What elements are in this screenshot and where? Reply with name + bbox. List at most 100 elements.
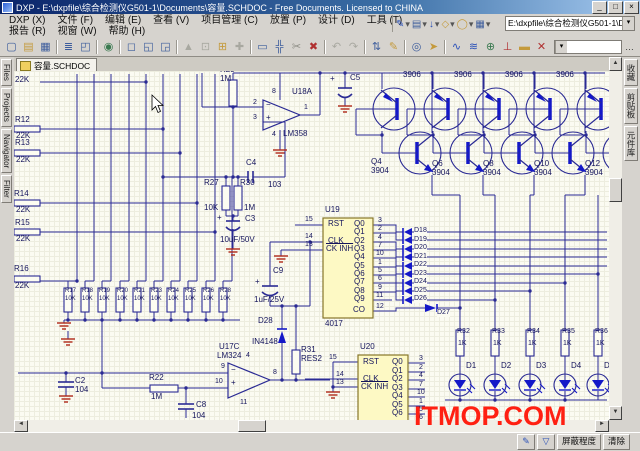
redo-icon[interactable]: ↷ xyxy=(348,41,359,53)
menu-item-r2-0[interactable]: 报告 (R) xyxy=(9,26,46,37)
selection-filter-icon[interactable]: ➤ xyxy=(428,41,439,53)
filter-funnel-icon[interactable]: ▽ xyxy=(536,434,555,450)
sidebar-tab-files[interactable]: Files xyxy=(1,59,12,86)
delete-icon[interactable]: ✖ xyxy=(308,41,319,53)
menu-item-4[interactable]: 项目管理 (C) xyxy=(201,15,258,26)
sidebar-tab-navigator[interactable]: Navigator xyxy=(1,128,12,174)
utility-toolbar: ✎▾▤▾↓▾◇▾◯▾▦▾ xyxy=(392,16,492,32)
mask-level-button[interactable]: 屏蔽程度 xyxy=(556,434,601,450)
resistor-symbol xyxy=(183,287,193,313)
print-icon[interactable]: ≣ xyxy=(63,41,74,53)
close-button[interactable]: × xyxy=(624,0,639,14)
junction-dot xyxy=(493,398,497,402)
menu-item-2[interactable]: 编辑 (E) xyxy=(105,15,142,26)
open-document-icon[interactable]: ▤ xyxy=(23,41,34,53)
select-area-icon[interactable]: ▭ xyxy=(257,41,268,53)
paste-array-icon[interactable]: ✚ xyxy=(234,41,245,53)
scroll-up-icon[interactable]: ▲ xyxy=(609,57,622,71)
junction-dot xyxy=(178,151,182,155)
diode-symbol xyxy=(404,245,412,253)
menu-item-r2-1[interactable]: 视窗 (W) xyxy=(57,26,97,37)
menu-item-r2-2[interactable]: 帮助 (H) xyxy=(108,26,146,37)
junction-dot xyxy=(100,318,104,322)
combo-dropdown-icon[interactable]: ▾ xyxy=(622,17,634,30)
grids-icon-caret[interactable]: ▾ xyxy=(485,18,491,29)
print-preview-icon[interactable]: ◰ xyxy=(80,41,91,53)
place-bus-icon[interactable]: ≋ xyxy=(468,41,479,53)
digital-devices-icon-caret[interactable]: ▾ xyxy=(450,18,455,29)
horizontal-scrollbar[interactable]: ◄ ► xyxy=(14,420,609,432)
digital-devices-icon[interactable]: ◇▾ xyxy=(441,19,454,30)
menu-item-1[interactable]: 文件 (F) xyxy=(57,15,94,26)
find-combo[interactable]: ▾ xyxy=(554,40,622,54)
scroll-left-icon[interactable]: ◄ xyxy=(14,420,28,432)
drawing-tools-icon-caret[interactable]: ▾ xyxy=(422,18,427,29)
schematic-canvas[interactable]: 22KR1222KR1322KR1422KR1522KR1622KR291MU1… xyxy=(14,71,609,420)
vertical-scrollbar[interactable]: ▲ ▼ xyxy=(609,57,622,420)
maximize-button[interactable]: □ xyxy=(608,0,623,14)
find-similar-icon[interactable]: ◎ xyxy=(411,41,422,53)
simulation-sources-icon-caret[interactable]: ▾ xyxy=(468,18,474,29)
undo-icon[interactable]: ↶ xyxy=(331,41,342,53)
power-sources-icon[interactable]: ↓▾ xyxy=(429,19,440,30)
move-selection-icon[interactable]: ▲ xyxy=(183,41,194,53)
vertical-scroll-thumb[interactable] xyxy=(609,178,622,202)
place-wire-icon[interactable]: ∿ xyxy=(451,41,462,53)
led-emission-arrow xyxy=(604,387,609,393)
menu-item-0[interactable]: DXP (X) xyxy=(9,15,46,26)
wiring-tools-icon: ✎ xyxy=(396,18,405,30)
new-document-icon[interactable]: ▢ xyxy=(6,41,17,53)
menu-item-5[interactable]: 放置 (P) xyxy=(269,15,307,26)
cut-icon[interactable]: ✂ xyxy=(291,41,302,53)
place-power-port-icon[interactable]: ⊥ xyxy=(502,41,513,53)
place-net-label-icon[interactable]: ▬ xyxy=(519,41,530,53)
junction-dot xyxy=(236,175,240,179)
more-button[interactable]: … xyxy=(625,42,634,52)
resistor-symbol xyxy=(14,149,41,157)
led-emission-arrow xyxy=(469,383,476,390)
zoom-area-icon[interactable]: ◱ xyxy=(143,41,154,53)
menu-item-7[interactable]: 工具 (T) xyxy=(366,15,403,26)
panel-tab-2[interactable]: 元件库 xyxy=(624,125,638,161)
move-object-icon[interactable]: ╬ xyxy=(275,41,284,53)
wiring-tools-icon-caret[interactable]: ▾ xyxy=(405,18,410,29)
document-path-combo[interactable]: E:\dxpfile\综合检测仪G501-1\Doc ▾ xyxy=(505,16,635,31)
paste-icon[interactable]: ⊞ xyxy=(217,41,228,53)
horizontal-scroll-thumb[interactable] xyxy=(238,420,266,432)
document-tab[interactable]: 容量.SCHDOC xyxy=(16,58,98,72)
cross-probe-icon[interactable]: ⇅ xyxy=(371,41,382,53)
power-sources-icon-caret[interactable]: ▾ xyxy=(434,18,440,29)
zoom-document-icon[interactable]: ◻ xyxy=(126,41,137,53)
menu-item-6[interactable]: 设计 (D) xyxy=(318,15,355,26)
sidebar-tab-filter[interactable]: Filter xyxy=(1,175,12,203)
panel-tab-0[interactable]: 收藏 xyxy=(624,59,638,86)
pnp-transistor-symbol xyxy=(423,87,467,131)
open-in-browser-icon[interactable]: ◉ xyxy=(103,41,114,53)
mask-pencil-icon[interactable]: ✎ xyxy=(516,434,535,450)
resistor-symbol xyxy=(149,384,179,393)
menu-item-3[interactable]: 查看 (V) xyxy=(153,15,190,26)
copy-icon[interactable]: ⊡ xyxy=(200,41,211,53)
scroll-down-icon[interactable]: ▼ xyxy=(609,406,622,420)
delete-wire-icon[interactable]: ✕ xyxy=(536,41,547,53)
wiring-tools-icon[interactable]: ✎▾ xyxy=(396,19,410,30)
grids-icon[interactable]: ▦▾ xyxy=(475,19,490,30)
clear-button[interactable]: 清除 xyxy=(602,434,630,450)
resistor-symbol xyxy=(593,329,603,357)
sidebar-tab-projects[interactable]: Projects xyxy=(1,87,12,127)
save-document-icon[interactable]: ▦ xyxy=(40,41,51,53)
wire xyxy=(373,249,403,258)
minimize-button[interactable]: _ xyxy=(592,0,607,14)
junction-dot xyxy=(280,378,284,382)
junction-dot xyxy=(458,306,462,310)
drawing-tools-icon[interactable]: ▤▾ xyxy=(412,19,427,30)
place-part-icon[interactable]: ⊕ xyxy=(485,41,496,53)
title-bar[interactable]: DXP - E:\dxpfile\综合检测仪G501-1\Documents\容… xyxy=(0,0,640,14)
annotate-icon[interactable]: ✎ xyxy=(388,41,399,53)
scroll-right-icon[interactable]: ► xyxy=(595,420,609,432)
panel-tab-1[interactable]: 剪贴板 xyxy=(624,88,638,124)
simulation-sources-icon[interactable]: ◯▾ xyxy=(457,19,474,30)
npn-arrow xyxy=(526,164,535,172)
find-combo-dropdown-icon[interactable]: ▾ xyxy=(555,41,567,53)
zoom-selection-icon[interactable]: ◲ xyxy=(160,41,171,53)
